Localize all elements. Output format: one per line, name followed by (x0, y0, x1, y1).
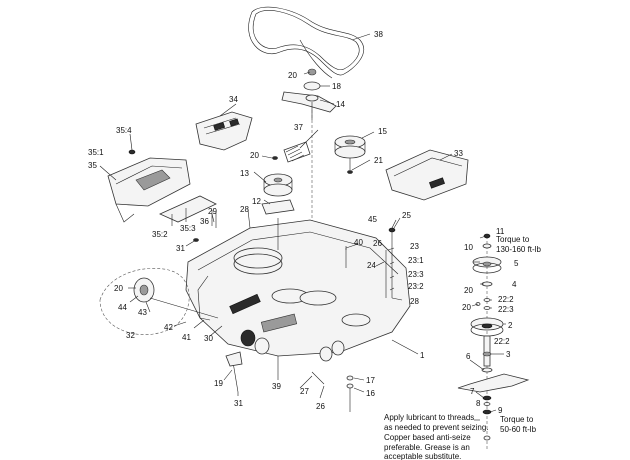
idler-spring (283, 141, 311, 163)
lubricant-note-line5: acceptable substitute. (384, 452, 461, 460)
callout-20-b: 20 (250, 151, 259, 160)
callout-22-3: 22:3 (498, 305, 514, 314)
callout-6: 6 (466, 352, 471, 361)
callout-9: 9 (498, 406, 503, 415)
callout-29: 29 (208, 207, 217, 216)
callout-16: 16 (366, 389, 375, 398)
callout-15: 15 (378, 127, 387, 136)
deck-roller-44 (99, 268, 219, 335)
callout-10: 10 (464, 243, 473, 252)
callout-14: 14 (336, 100, 345, 109)
callout-5: 5 (514, 259, 519, 268)
callout-41: 41 (182, 333, 191, 342)
callout-23-1: 23:1 (408, 256, 424, 265)
lubricant-note-line1: Apply lubricant to threads (384, 413, 474, 422)
callout-2: 2 (508, 321, 513, 330)
spindle-assembly (457, 233, 530, 450)
callout-34: 34 (229, 95, 238, 104)
callout-20-c: 20 (114, 284, 123, 293)
torque-note-upper-line1: Torque to (496, 235, 530, 244)
callout-35-3: 35:3 (180, 224, 196, 233)
deck-pulley-13 (261, 156, 295, 215)
torque-note-lower: Torque to 50-60 ft-lb (500, 415, 537, 434)
torque-note-upper: Torque to 130-160 ft-lb (496, 235, 541, 254)
callout-28-b: 28 (410, 297, 419, 306)
callout-20-d: 20 (464, 286, 473, 295)
callout-12: 12 (252, 197, 261, 206)
callout-1: 1 (420, 351, 425, 360)
callout-3: 3 (506, 350, 511, 359)
callout-26: 26 (373, 239, 382, 248)
leader-lines (99, 33, 506, 421)
callout-23-2: 23:2 (408, 282, 424, 291)
callout-40: 40 (354, 238, 363, 247)
torque-note-lower-line1: Torque to (500, 415, 534, 424)
callout-35-4: 35:4 (116, 126, 132, 135)
belt-cover-left-34 (195, 111, 253, 151)
callout-43: 43 (138, 308, 147, 317)
callout-31-b: 31 (234, 399, 243, 408)
callout-35-1: 35:1 (88, 148, 104, 157)
callout-18: 18 (332, 82, 341, 91)
callout-23-3: 23:3 (408, 270, 424, 279)
callout-22-2-b: 22:2 (494, 337, 510, 346)
callout-26-b: 26 (316, 402, 325, 411)
belt-cover-right-33 (385, 149, 469, 201)
idler-pulley-15 (334, 135, 366, 174)
torque-note-upper-line2: 130-160 ft-lb (496, 245, 541, 254)
lubricant-note: Apply lubricant to threads as needed to … (384, 413, 489, 460)
callout-28: 28 (240, 205, 249, 214)
callout-19: 19 (214, 379, 223, 388)
callout-17: 17 (366, 376, 375, 385)
lubricant-note-line3: Copper based anti-seize (384, 433, 471, 442)
deck-cover-35 (107, 149, 191, 223)
callout-36: 36 (200, 217, 209, 226)
callout-7: 7 (470, 387, 475, 396)
callout-35-2: 35:2 (152, 230, 168, 239)
callout-8: 8 (476, 399, 481, 408)
lubricant-note-line4: preferable. Grease is an (384, 443, 470, 452)
callout-35: 35 (88, 161, 97, 170)
callout-31: 31 (176, 244, 185, 253)
callout-25: 25 (402, 211, 411, 220)
drive-belt (248, 6, 364, 79)
callout-39: 39 (272, 382, 281, 391)
callout-22-2: 22:2 (498, 295, 514, 304)
callout-20: 20 (288, 71, 297, 80)
callout-4: 4 (512, 280, 517, 289)
cover-bracket (159, 195, 217, 228)
callout-24: 24 (367, 261, 376, 270)
callout-23: 23 (410, 242, 419, 251)
callout-38: 38 (374, 30, 383, 39)
callout-33: 33 (454, 149, 463, 158)
callout-labels: 38 20 18 14 34 37 15 35:4 35:1 35 33 20 … (88, 30, 519, 415)
callout-44: 44 (118, 303, 127, 312)
callout-11: 11 (496, 227, 505, 236)
callout-13: 13 (240, 169, 249, 178)
callout-42: 42 (164, 323, 173, 332)
torque-note-lower-line2: 50-60 ft-lb (500, 425, 537, 434)
callout-32: 32 (126, 331, 135, 340)
callout-21: 21 (374, 156, 383, 165)
callout-20-e: 20 (462, 303, 471, 312)
mower-deck-shell (185, 219, 411, 362)
callout-30: 30 (204, 334, 213, 343)
callout-37: 37 (294, 123, 303, 132)
callout-45: 45 (368, 215, 377, 224)
callout-27: 27 (300, 387, 309, 396)
lubricant-note-line2: as needed to prevent seizing. (384, 423, 489, 432)
